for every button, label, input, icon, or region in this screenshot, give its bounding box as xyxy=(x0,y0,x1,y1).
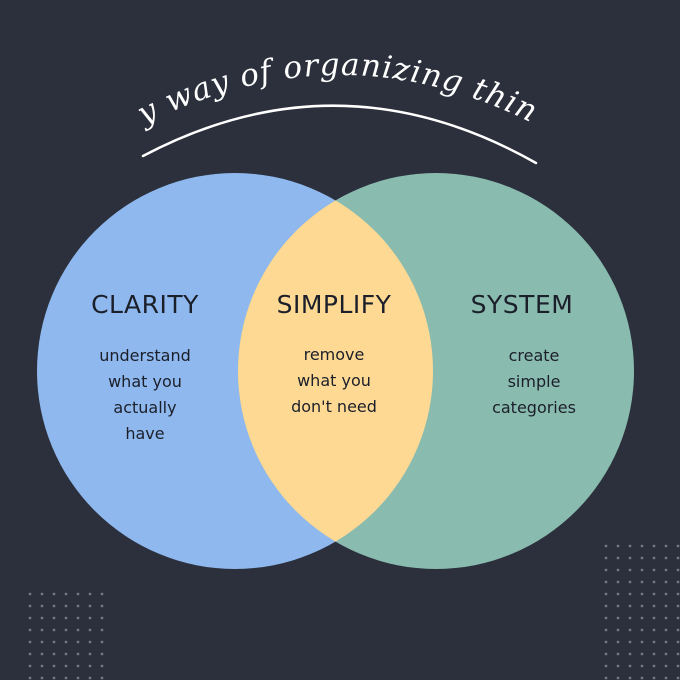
simplify-line-1: remove xyxy=(304,345,365,364)
heading-simplify: SIMPLIFY xyxy=(277,290,392,319)
circle-overlap-simplify xyxy=(238,173,433,569)
simplify-line-3: don't need xyxy=(291,397,377,416)
page-title: My way of organizing things xyxy=(0,0,544,133)
dot-grid-bottom-left xyxy=(26,584,110,680)
dot-grid-bottom-right xyxy=(600,538,680,680)
clarity-line-2: what you xyxy=(108,372,182,391)
clarity-line-4: have xyxy=(125,424,164,443)
heading-system: SYSTEM xyxy=(471,290,574,319)
system-line-3: categories xyxy=(492,398,576,417)
clarity-line-3: actually xyxy=(113,398,176,417)
title-underline-arc xyxy=(141,104,538,165)
simplify-line-2: what you xyxy=(297,371,371,390)
page-title-path: My way of organizing things xyxy=(0,0,543,133)
system-line-1: create xyxy=(509,346,560,365)
system-line-2: simple xyxy=(508,372,561,391)
heading-clarity: CLARITY xyxy=(91,290,199,319)
clarity-line-1: understand xyxy=(99,346,191,365)
